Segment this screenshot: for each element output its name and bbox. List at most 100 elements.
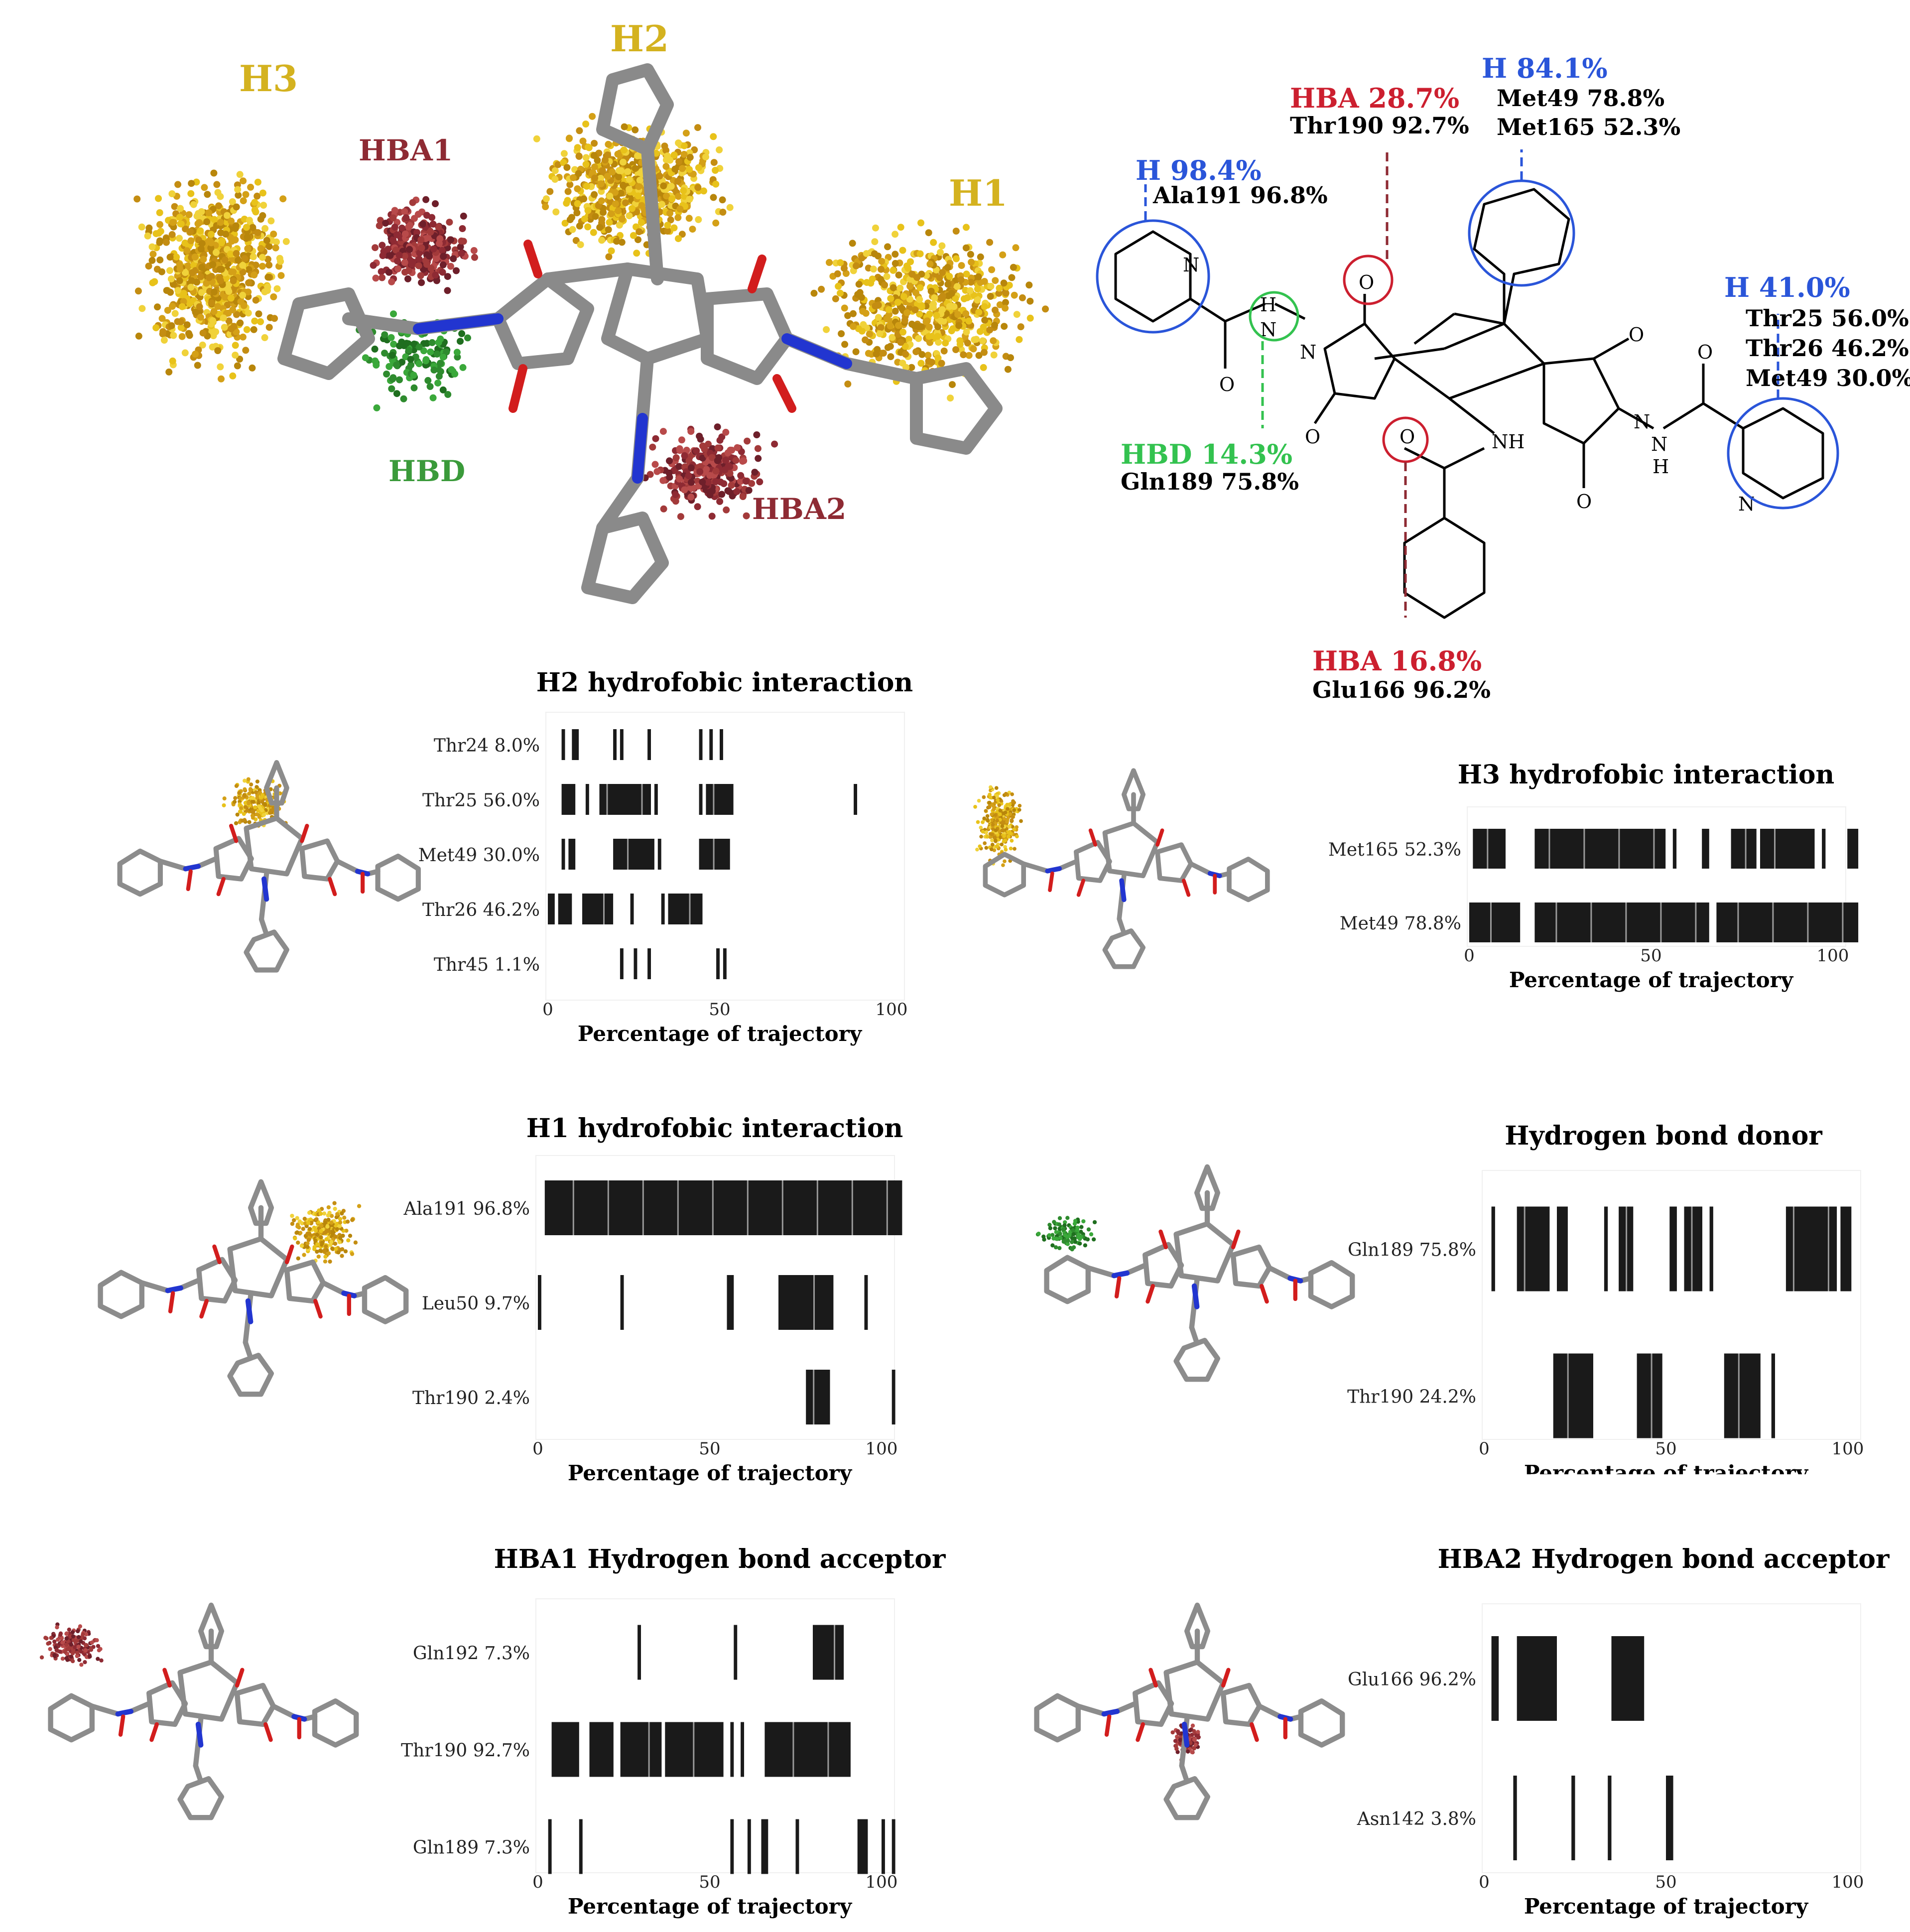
chart-h2: Thr24 8.0%Thr25 56.0%Met49 30.0%Thr26 46…: [418, 712, 907, 1046]
x-tick-label: 100: [1832, 1439, 1864, 1459]
cloud-point: [247, 791, 252, 796]
interaction-band: [1822, 829, 1826, 869]
cloud-point: [968, 258, 975, 266]
thumbnail-cloud: [290, 1201, 362, 1264]
cloud-point: [915, 335, 922, 342]
cloud-point: [67, 1627, 71, 1632]
cloud-point: [1073, 1219, 1078, 1223]
interaction-band: [813, 1625, 844, 1680]
cloud-point: [1058, 1232, 1062, 1236]
cloud-point: [242, 191, 250, 198]
cloud-point: [1002, 299, 1009, 306]
cloud-point: [897, 339, 904, 346]
cloud-point: [676, 475, 683, 483]
cloud-point: [418, 244, 425, 252]
cloud-point: [1004, 366, 1012, 373]
cloud-point: [379, 274, 386, 281]
cloud-point: [651, 461, 659, 468]
row-label: Thr190 2.4%: [412, 1388, 530, 1409]
cloud-point: [591, 174, 599, 182]
cloud-point: [996, 284, 1003, 292]
cloud-point: [338, 1217, 343, 1221]
cloud-point: [841, 304, 848, 312]
cloud-point: [1190, 1733, 1194, 1737]
cloud-point: [90, 1640, 94, 1645]
cloud-point: [447, 262, 454, 270]
cloud-point: [318, 1249, 323, 1253]
cloud-point: [965, 352, 973, 359]
cloud-point: [745, 487, 753, 494]
hba-bottom-res-0: Glu166 96.2%: [1312, 676, 1491, 703]
cloud-point: [986, 239, 994, 246]
row-label: Met165 52.3%: [1328, 840, 1461, 860]
atom-h: H: [1653, 456, 1669, 478]
interaction-band: [558, 894, 572, 924]
cloud-point: [377, 217, 384, 224]
cloud-point: [694, 503, 701, 511]
cloud-point: [700, 187, 707, 195]
cloud-point: [437, 360, 444, 367]
cloud-point: [974, 296, 981, 304]
cloud-point: [838, 330, 845, 337]
cloud-point: [319, 1235, 323, 1240]
cloud-point: [566, 216, 574, 224]
interaction-band: [1771, 1353, 1775, 1438]
cloud-point: [604, 173, 611, 180]
cloud-point: [726, 204, 734, 211]
cloud-point: [83, 1660, 87, 1665]
band-gap: [1807, 902, 1809, 942]
cloud-point: [1012, 244, 1019, 252]
cloud-point: [638, 202, 645, 209]
interaction-band: [585, 784, 589, 815]
cloud-point: [905, 336, 912, 343]
band-gap: [689, 894, 691, 924]
cloud-point: [659, 428, 667, 435]
cloud-point: [1025, 281, 1033, 289]
cloud-point: [862, 310, 870, 317]
interaction-band: [1491, 1636, 1499, 1721]
x-tick-label: 0: [1479, 1872, 1490, 1892]
interaction-band: [854, 784, 857, 815]
cloud-point: [372, 274, 380, 282]
interaction-band: [1731, 829, 1757, 869]
interaction-band: [795, 1819, 799, 1874]
cloud-point: [306, 1238, 311, 1242]
cloud-point: [1190, 1723, 1195, 1728]
cloud-point: [56, 1637, 60, 1642]
cloud-point: [982, 795, 986, 799]
cloud-point: [169, 303, 176, 310]
band-gap: [834, 1625, 835, 1680]
cloud-point: [916, 296, 923, 303]
cloud-point: [726, 470, 734, 477]
label-h1: H1: [949, 172, 1008, 214]
cloud-point: [75, 1651, 80, 1655]
cloud-point: [251, 317, 258, 325]
cloud-point: [826, 259, 833, 266]
cloud-point: [168, 322, 175, 329]
cloud-point: [964, 294, 971, 301]
cloud-point: [173, 254, 180, 261]
cloud-point: [188, 180, 195, 187]
cloud-point: [891, 231, 899, 238]
title-h2: H2 hydrofobic interaction: [536, 667, 913, 698]
cloud-point: [64, 1631, 69, 1636]
cloud-point: [255, 310, 262, 318]
cloud-point: [71, 1634, 76, 1639]
cloud-point: [210, 332, 217, 339]
cloud-point: [261, 813, 266, 817]
cloud-point: [402, 214, 410, 222]
cloud-point: [863, 279, 871, 286]
cloud-point: [714, 423, 721, 431]
cloud-point: [79, 1663, 84, 1667]
cloud-point: [533, 135, 540, 142]
cloud-point: [210, 169, 218, 177]
band-gap: [1626, 1206, 1628, 1291]
cloud-point: [584, 143, 592, 151]
cloud-point: [296, 1256, 300, 1261]
cloud-point: [448, 366, 455, 374]
cloud-point: [876, 330, 884, 338]
cloud-point: [609, 168, 616, 176]
cloud-point: [313, 1228, 318, 1233]
cloud-point: [209, 261, 217, 268]
